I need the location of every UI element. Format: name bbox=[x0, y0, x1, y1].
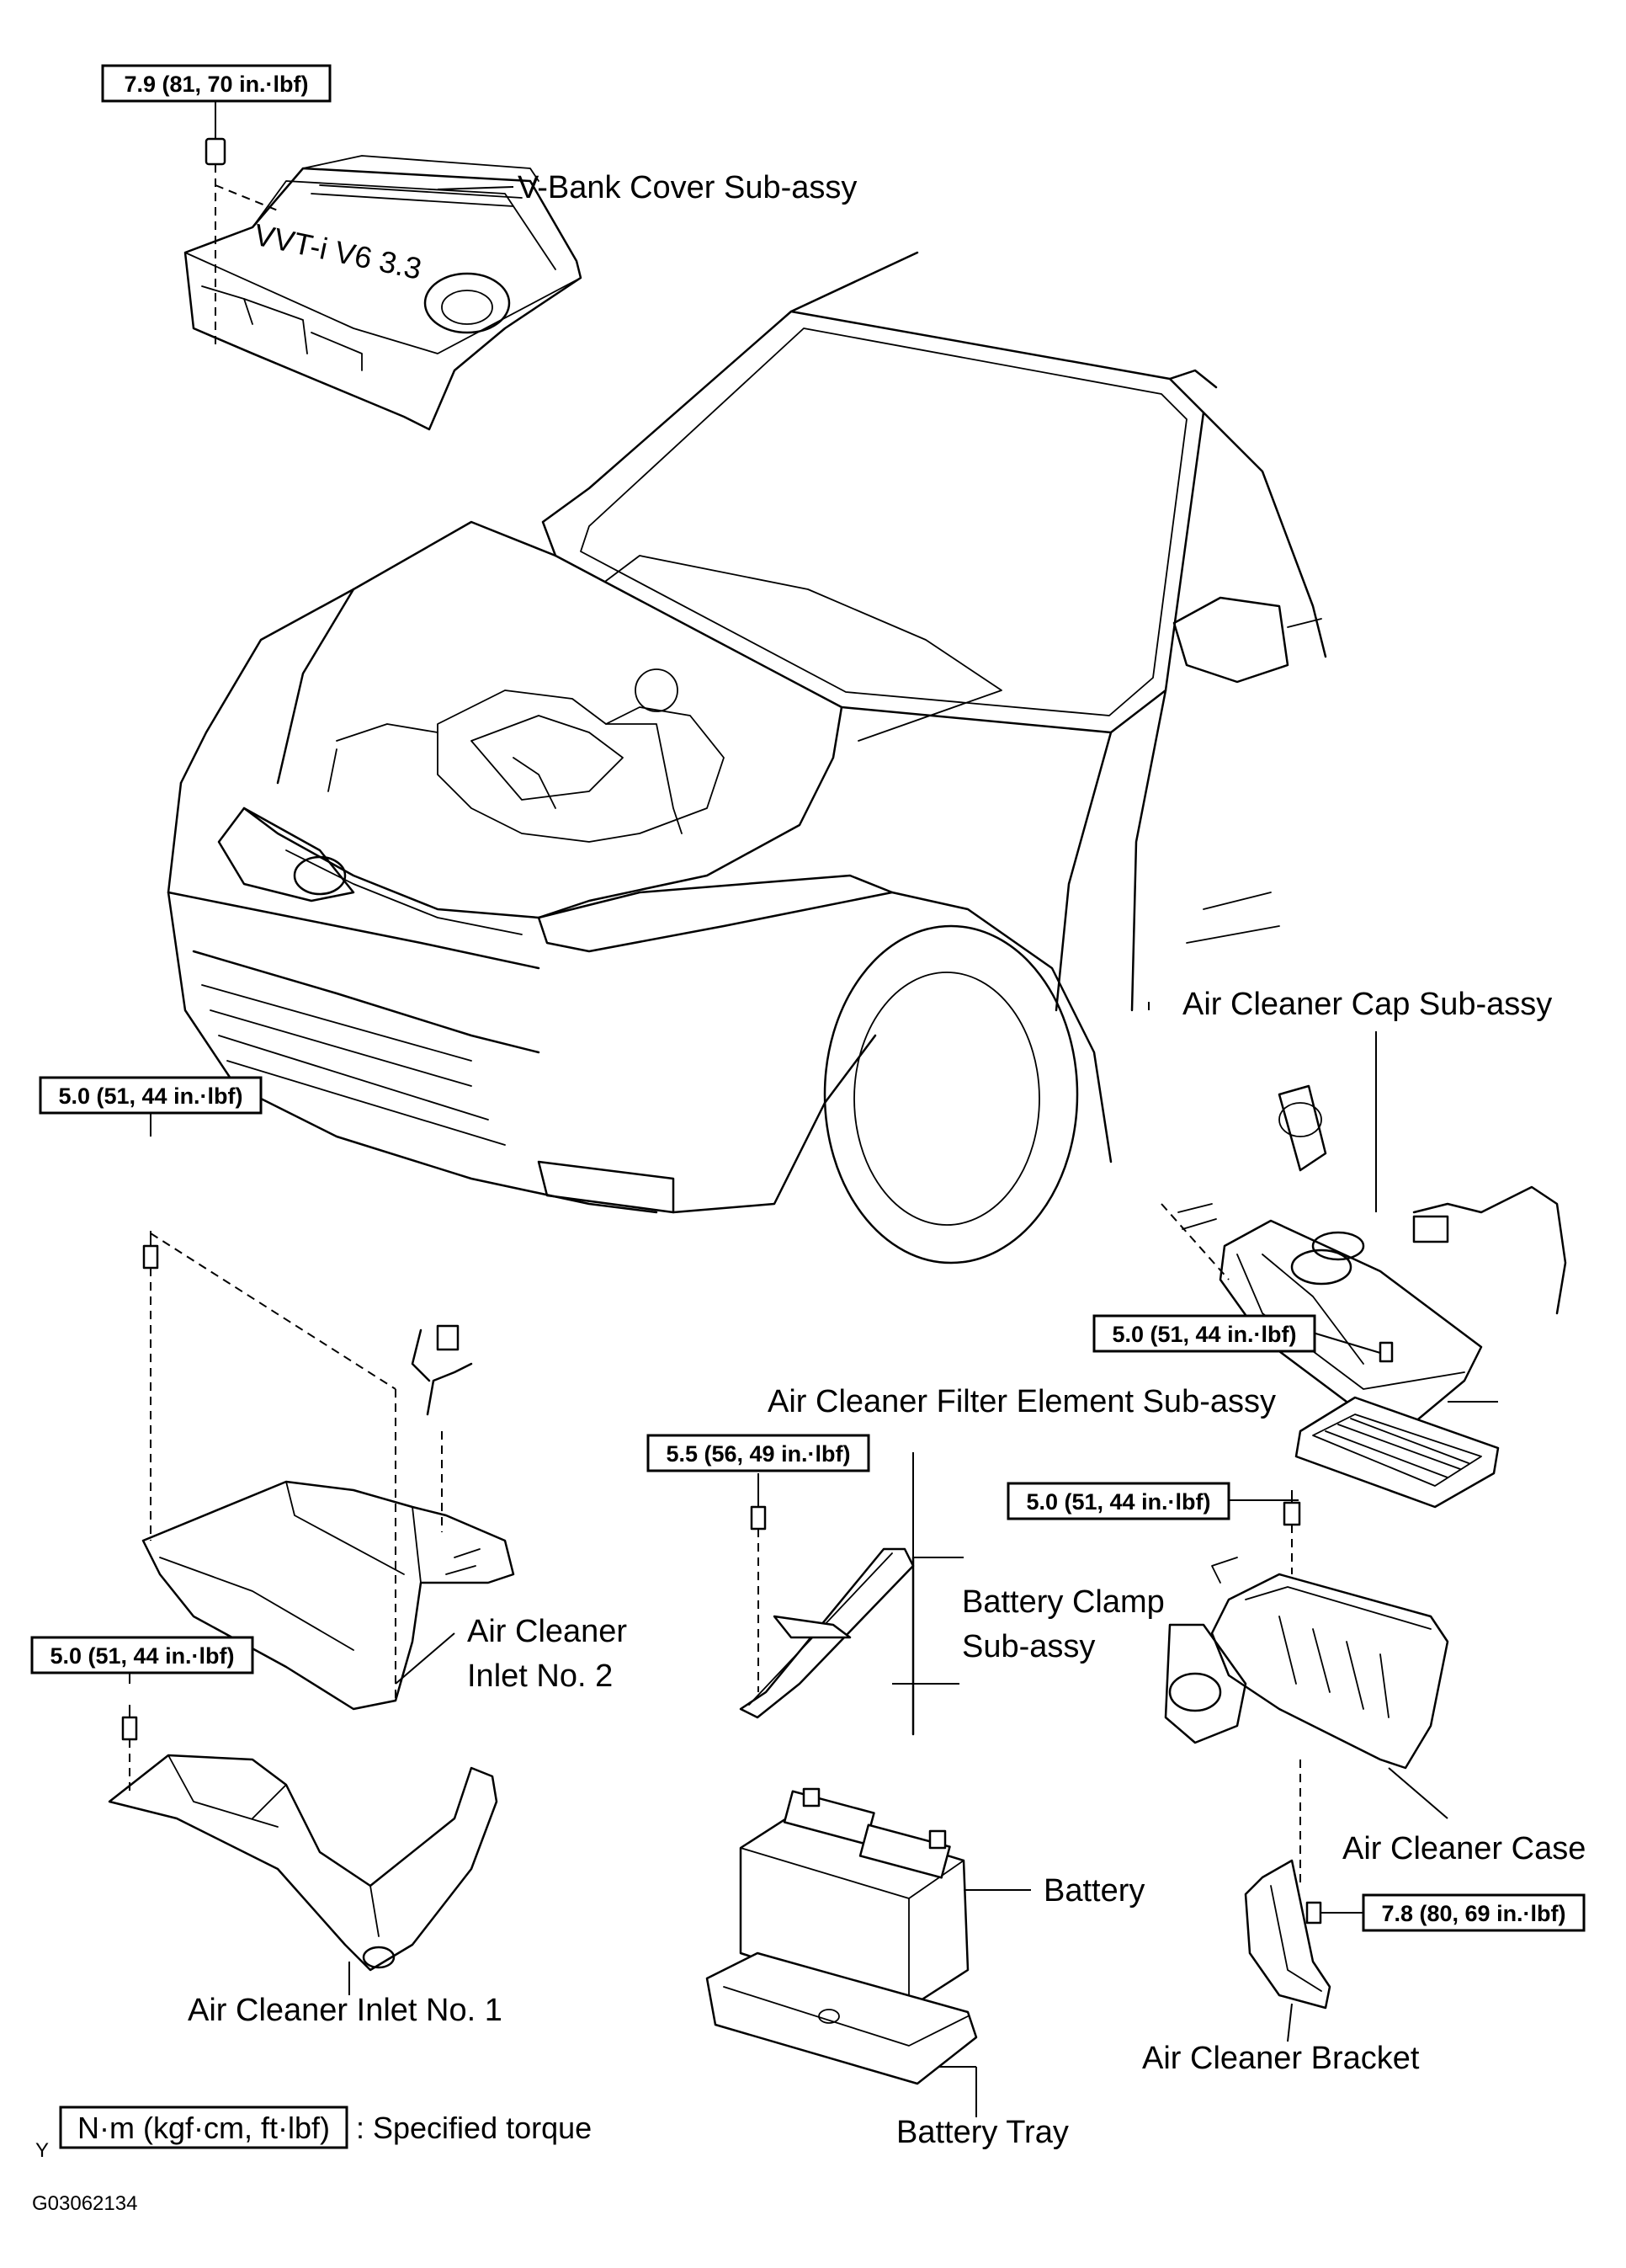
air-cleaner-inlet-no1-part bbox=[108, 1705, 498, 1972]
leader-lines bbox=[129, 101, 1498, 2117]
air-cleaner-bracket-part bbox=[1244, 1859, 1331, 2010]
air-cleaner-case-bolt bbox=[1283, 1490, 1301, 1886]
label-battery-tray: Battery Tray bbox=[896, 2115, 1069, 2150]
torque-legend: Y N·m (kgf·cm, ft·lbf) : Specified torqu… bbox=[35, 2106, 592, 2162]
torque-value: 7.8 (80, 69 in.·lbf) bbox=[1381, 1901, 1565, 1926]
torque-value: 5.0 (51, 44 in.·lbf) bbox=[50, 1643, 234, 1669]
inlet-no2-dash-lines bbox=[142, 1231, 396, 1701]
label-air-cleaner-case: Air Cleaner Case bbox=[1342, 1831, 1586, 1866]
v-bank-cover-nut bbox=[205, 137, 279, 345]
label-air-cleaner-inlet-no2-line2: Inlet No. 2 bbox=[467, 1658, 613, 1694]
torque-box-inlet-no1: 5.0 (51, 44 in.·lbf) bbox=[30, 1636, 254, 1674]
air-cleaner-case-part bbox=[1164, 1557, 1449, 1770]
engine-drawing bbox=[327, 668, 725, 843]
air-cleaner-filter-part bbox=[1294, 1396, 1500, 1509]
legend-unit-box: N·m (kgf·cm, ft·lbf) bbox=[77, 2111, 330, 2145]
legend-description: : Specified torque bbox=[356, 2111, 592, 2145]
label-air-cleaner-cap: Air Cleaner Cap Sub-assy bbox=[1182, 987, 1552, 1022]
label-v-bank-cover: V-Bank Cover Sub-assy bbox=[518, 170, 857, 205]
battery-clamp-part bbox=[739, 1505, 964, 1736]
torque-value: 5.5 (56, 49 in.·lbf) bbox=[666, 1441, 850, 1467]
torque-value: 7.9 (81, 70 in.·lbf) bbox=[124, 72, 308, 97]
battery-part bbox=[739, 1787, 970, 2010]
torque-box-air-cleaner-cap: 5.0 (51, 44 in.·lbf) bbox=[1092, 1314, 1316, 1353]
air-cleaner-cap-part bbox=[1161, 1084, 1567, 1424]
label-battery-clamp-line1: Battery Clamp bbox=[962, 1584, 1165, 1620]
torque-box-air-cleaner-case: 5.0 (51, 44 in.·lbf) bbox=[1007, 1482, 1230, 1520]
label-air-cleaner-bracket: Air Cleaner Bracket bbox=[1142, 2041, 1420, 2076]
air-cleaner-inlet-no2-part bbox=[141, 1324, 515, 1711]
legend-corner-mark: Y bbox=[35, 2139, 49, 2162]
v-bank-cover-part: VVT-i V6 3.3 bbox=[183, 155, 582, 431]
label-air-cleaner-filter: Air Cleaner Filter Element Sub-assy bbox=[768, 1384, 1276, 1419]
battery-tray-part bbox=[705, 1951, 978, 2085]
label-battery-clamp-line2: Sub-assy bbox=[962, 1629, 1095, 1664]
figure-code: G03062134 bbox=[32, 2192, 137, 2215]
label-air-cleaner-inlet-no2-line1: Air Cleaner bbox=[467, 1614, 627, 1649]
torque-box-battery-clamp: 5.5 (56, 49 in.·lbf) bbox=[646, 1434, 870, 1472]
torque-box-inlet-no2: 5.0 (51, 44 in.·lbf) bbox=[39, 1076, 263, 1115]
label-air-cleaner-inlet-no1: Air Cleaner Inlet No. 1 bbox=[188, 1993, 502, 2028]
torque-value: 5.0 (51, 44 in.·lbf) bbox=[1026, 1489, 1210, 1515]
torque-value: 5.0 (51, 44 in.·lbf) bbox=[58, 1083, 242, 1109]
label-battery: Battery bbox=[1044, 1873, 1145, 1909]
vehicle-body-drawing bbox=[167, 251, 1327, 1264]
torque-value: 5.0 (51, 44 in.·lbf) bbox=[1112, 1322, 1296, 1347]
torque-box-v-bank-cover: 7.9 (81, 70 in.·lbf) bbox=[101, 64, 332, 103]
torque-box-air-cleaner-bracket: 7.8 (80, 69 in.·lbf) bbox=[1362, 1893, 1586, 1932]
